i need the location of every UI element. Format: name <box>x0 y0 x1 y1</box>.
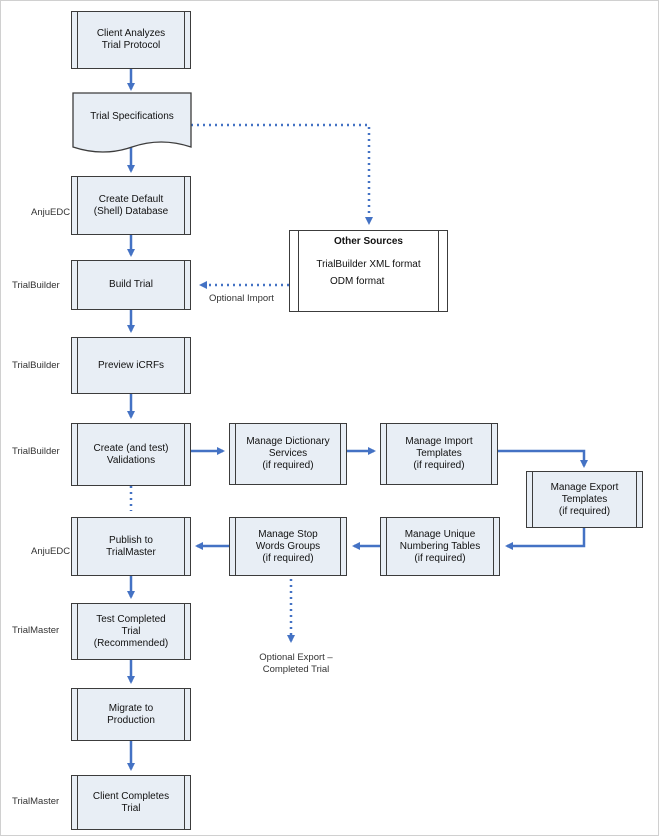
step-label: Test Completed Trial (Recommended) <box>93 613 169 649</box>
step-label: Publish to TrialMaster <box>106 534 156 558</box>
other-sources-odm-format: ODM format <box>330 276 385 287</box>
step-label: Preview iCRFs <box>97 359 165 371</box>
step-label: Client Analyzes Trial Protocol <box>96 28 166 51</box>
side-label-trialbuilder: TrialBuilder <box>12 446 60 457</box>
step-manage-import-templates: Manage Import Templates (if required) <box>380 423 498 485</box>
step-label: Manage Import Templates (if required) <box>405 436 473 471</box>
step-label: Create Default (Shell) Database <box>93 193 169 217</box>
step-create-validations: Create (and test) Validations <box>71 423 191 486</box>
step-manage-export-templates: Manage Export Templates (if required) <box>526 471 643 528</box>
arrow-export-unique <box>505 528 586 550</box>
step-label: Client Completes Trial <box>92 790 170 814</box>
step-test-completed-trial: Test Completed Trial (Recommended) <box>71 603 191 660</box>
other-sources-inner-border <box>298 231 439 311</box>
step-manage-stop-words-groups: Manage Stop Words Groups (if required) <box>229 517 347 576</box>
side-label-trialmaster: TrialMaster <box>12 625 60 636</box>
optional-import-label: Optional Import <box>209 293 274 304</box>
step-manage-unique-numbering-tables: Manage Unique Numbering Tables (if requi… <box>380 517 500 576</box>
step-publish-to-trialmaster: Publish to TrialMaster <box>71 517 191 576</box>
other-sources-xml-format: TrialBuilder XML format <box>316 259 421 270</box>
side-label-trialmaster: TrialMaster <box>12 796 60 807</box>
step-label: Create (and test) Validations <box>93 442 169 466</box>
side-label-trialbuilder: TrialBuilder <box>12 280 60 291</box>
step-label: Manage Dictionary Services (if required) <box>246 436 330 471</box>
arrow-import-export <box>498 449 588 468</box>
step-preview-icrfs: Preview iCRFs <box>71 337 191 394</box>
optional-export-label: Optional Export – Completed Trial <box>259 652 333 675</box>
step-build-trial: Build Trial <box>71 260 191 310</box>
step-label: Manage Unique Numbering Tables (if requi… <box>399 528 481 564</box>
step-label: Build Trial <box>109 279 153 290</box>
side-label-anjuedc: AnjuEDC <box>31 546 71 557</box>
step-label: Trial Specifications <box>90 110 174 122</box>
step-label: Manage Stop Words Groups (if required) <box>255 528 321 564</box>
step-manage-dictionary-services: Manage Dictionary Services (if required) <box>229 423 347 485</box>
step-migrate-to-production: Migrate to Production <box>71 688 191 741</box>
step-trial-specifications: Trial Specifications <box>73 93 191 139</box>
step-create-default-database: Create Default (Shell) Database <box>71 176 191 235</box>
other-sources-title: Other Sources <box>334 236 403 247</box>
side-label-anjuedc: AnjuEDC <box>31 207 71 218</box>
step-label: Migrate to Production <box>107 702 155 726</box>
side-label-trialbuilder: TrialBuilder <box>12 360 60 371</box>
other-sources-box: Other Sources TrialBuilder XML format OD… <box>289 230 448 312</box>
dotted-specs-othersources <box>191 123 373 225</box>
step-client-completes-trial: Client Completes Trial <box>71 775 191 830</box>
trial-specifications-shape <box>72 92 192 153</box>
step-label: Manage Export Templates (if required) <box>550 481 619 517</box>
step-client-analyzes-trial-protocol: Client Analyzes Trial Protocol <box>71 11 191 69</box>
